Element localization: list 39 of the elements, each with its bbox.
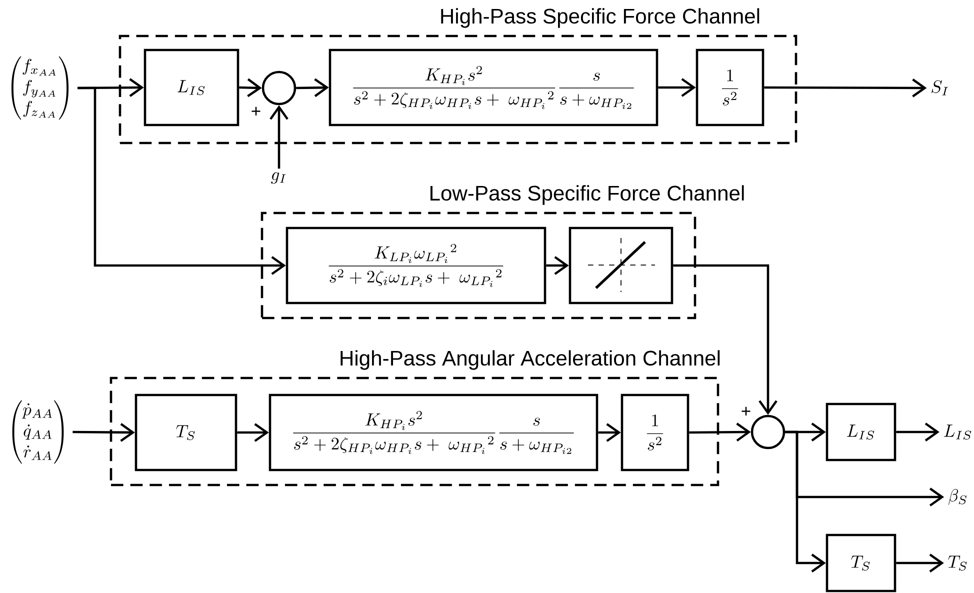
transfer-function-box: $T_S$ bbox=[826, 534, 896, 592]
transfer-function-box: $T_S$ bbox=[134, 394, 238, 472]
sign-label: + bbox=[252, 106, 260, 116]
arrow bbox=[296, 78, 329, 98]
signal-label: $L_{IS}$ bbox=[944, 424, 972, 440]
arrow bbox=[896, 422, 940, 442]
arrow bbox=[237, 423, 269, 442]
arrow bbox=[689, 422, 751, 442]
signal-label: $T_S$ bbox=[948, 556, 967, 571]
arrow bbox=[673, 264, 778, 415]
summing-junction bbox=[262, 70, 296, 106]
transfer-function-box: $\frac{K_{HP_i}s^2}{s^2+2\zeta_{HP_i}\omega_{HP_i}s+\ {\omega_{HP_i}}^2}\frac{s}{s+\omega_{HP_{i2}}}$ bbox=[268, 394, 598, 472]
signal-label: $\begin{pmatrix} f_{x_{AA}} \\ f_{y_{AA}} \\ f_{z_{AA}} \end{pmatrix}$ bbox=[11, 56, 69, 120]
arrow bbox=[78, 86, 286, 275]
arrow bbox=[72, 422, 135, 442]
limiter-box bbox=[568, 226, 674, 304]
arrow bbox=[658, 78, 696, 97]
transfer-function-box: $L_{IS}$ bbox=[144, 48, 240, 126]
arrow bbox=[785, 430, 826, 572]
arrow bbox=[598, 423, 621, 442]
arrow bbox=[270, 105, 288, 169]
node-label: High-Pass Specific Force Channel bbox=[441, 8, 760, 28]
signal-label: $S_I$ bbox=[932, 80, 948, 96]
arrow bbox=[546, 256, 569, 275]
node-label: High-Pass Angular Acceleration Channel bbox=[340, 350, 720, 370]
signal-label: $g_I$ bbox=[271, 172, 286, 184]
arrow bbox=[896, 554, 944, 572]
signal-label: $\begin{pmatrix} \dot{p}_{AA} \\ \dot{q}_{AA} \\ \dot{r}_{AA} \end{pmatrix}$ bbox=[12, 400, 64, 464]
transfer-function-box: $\frac{K_{LP_i}{\omega_{LP_i}}^2}{s^2+2\zeta_i\omega_{LP_i}s+\ {\omega_{LP_i}}^2}$ bbox=[286, 226, 546, 304]
summing-junction bbox=[750, 414, 786, 450]
transfer-function-box: $\frac{K_{HP_i}s^2}{s^2+2\zeta_{HP_i}\omega_{HP_i}s+\ {\omega_{HP_i}}^2}\frac{s}{s+\omega_{HP_{i2}}}$ bbox=[328, 48, 658, 126]
arrow bbox=[239, 78, 262, 98]
node-label: Low-Pass Specific Force Channel bbox=[430, 185, 744, 205]
sign-label: + bbox=[742, 406, 750, 416]
transfer-function-box: $\frac{1}{s^2}$ bbox=[696, 48, 764, 126]
transfer-function-box: $\frac{1}{s^2}$ bbox=[620, 394, 690, 472]
transfer-function-box: $L_{IS}$ bbox=[826, 402, 896, 462]
signal-label: $\beta_S$ bbox=[948, 489, 967, 505]
arrow bbox=[764, 78, 927, 98]
